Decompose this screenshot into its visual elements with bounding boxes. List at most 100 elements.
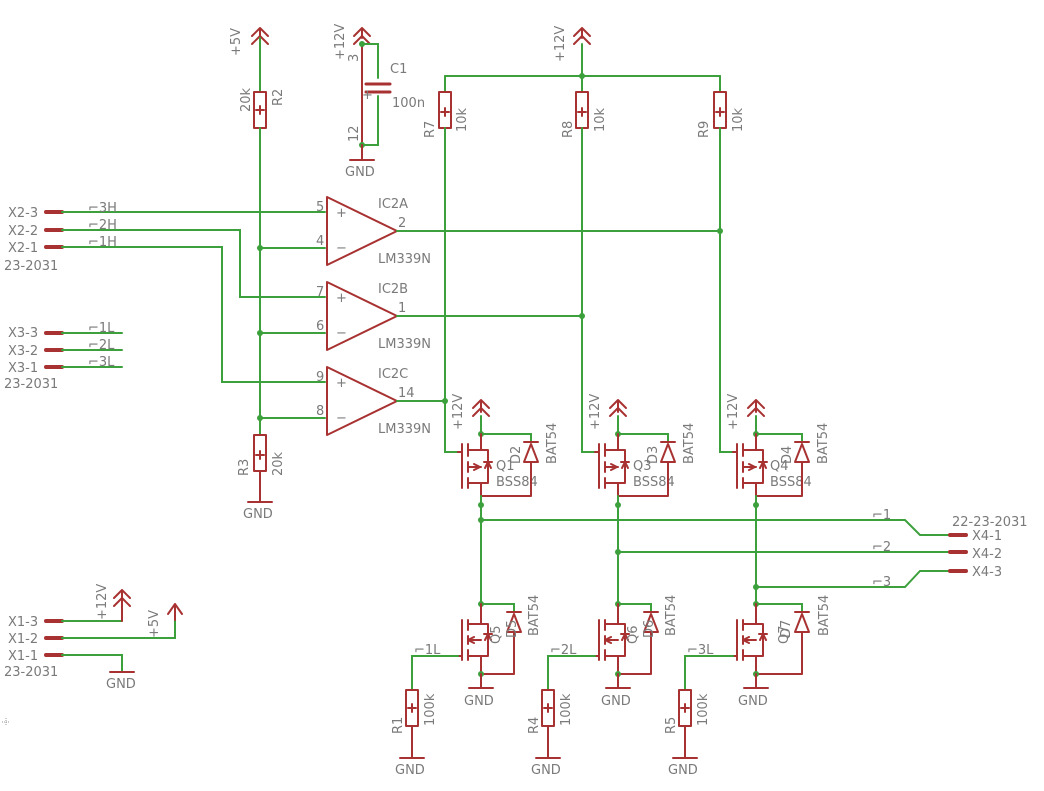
svg-text:23-2031: 23-2031 [4,665,58,680]
svg-text:IC2B: IC2B [378,282,408,297]
diode-d2: D2 BAT54 [480,423,560,497]
svg-text:R7: R7 [423,121,438,138]
supply-5v-top: +5V [229,27,269,56]
svg-text:7: 7 [316,285,324,300]
svg-text:BAT54: BAT54 [817,595,832,636]
mosfet-q7: Q7 [732,601,803,675]
resistor-r9: R9 10k [697,91,746,138]
svg-text:X3-1: X3-1 [8,361,38,376]
svg-text:BAT54: BAT54 [816,423,831,464]
resistor-r2: 20k R2 [239,87,286,129]
net-label-out-2: ⌐2 [872,540,891,555]
svg-text:R2: R2 [271,89,286,106]
svg-text:R3: R3 [237,459,252,476]
diode-d6: D6 BAT54 [617,595,679,675]
gnd-label-r4: GND [531,763,561,778]
gnd-label-r3: GND [243,507,273,522]
svg-text:Q1: Q1 [496,459,515,474]
svg-text:BSS84: BSS84 [770,475,812,490]
svg-text:LM339N: LM339N [378,337,431,352]
net-label-q6-2l: ⌐2L [550,643,577,658]
svg-text:X2-3: X2-3 [8,206,38,221]
svg-text:IC2A: IC2A [378,197,408,212]
svg-text:100k: 100k [559,693,574,726]
svg-text:+12V: +12V [95,584,110,620]
comparator-ic2b: + − 7 6 1 IC2B LM339N [316,281,431,352]
svg-text:100k: 100k [423,693,438,726]
supply-5v-x1: +5V [147,603,183,638]
svg-text:14: 14 [398,386,415,401]
net-label-x3-1l: ⌐1L [88,321,115,336]
resistor-r8: R8 10k [561,91,608,138]
svg-text:BAT54: BAT54 [682,423,697,464]
svg-text:X2-2: X2-2 [8,224,38,239]
svg-text:D5: D5 [505,620,520,638]
svg-text:10k: 10k [731,107,746,132]
svg-text:R8: R8 [561,121,576,138]
svg-text:100k: 100k [696,693,711,726]
connector-x2: X2-3 X2-2 X2-1 23-2031 [4,206,64,274]
svg-text:1: 1 [398,301,406,316]
svg-text:22-23-2031: 22-23-2031 [952,515,1028,530]
gnd-label-q5: GND [464,694,494,709]
svg-text:D2: D2 [509,446,524,464]
capacitor-c1: + C1 100n 12 [347,62,425,142]
svg-text:+: + [336,376,347,391]
svg-text:20k: 20k [271,451,286,476]
connector-x1: X1-3 X1-2 X1-1 23-2031 [4,615,64,680]
mosfet-q1: +12V Q1 BSS84 [451,394,538,497]
svg-text:R5: R5 [664,717,679,734]
svg-text:D3: D3 [646,446,661,464]
svg-text:+12V: +12V [333,24,348,60]
svg-text:BAT54: BAT54 [545,423,560,464]
comparator-ic2c: + − 9 8 14 IC2C LM339N [316,366,431,437]
svg-text:X1-2: X1-2 [8,632,38,647]
net-label-x3-3l: ⌐3L [88,355,115,370]
svg-text:6: 6 [316,319,324,334]
svg-text:20k: 20k [239,87,254,112]
svg-text:IC2C: IC2C [378,367,408,382]
svg-text:D7: D7 [779,620,794,638]
svg-text:2: 2 [398,216,406,231]
gnd-label-c1: GND [345,165,375,180]
net-label-out-1: ⌐1 [872,508,891,523]
svg-text:X3-3: X3-3 [8,326,38,341]
svg-text:12: 12 [347,125,362,142]
resistor-r3: R3 20k [237,434,286,476]
svg-text:R4: R4 [527,717,542,734]
svg-text:X2-1: X2-1 [8,241,38,256]
resistor-r1: R1 100k [391,689,438,734]
svg-text:10k: 10k [455,107,470,132]
mosfet-q3: +12V Q3 BSS84 [588,394,675,497]
svg-text:100n: 100n [392,96,425,111]
mosfet-q5: Q5 [457,601,515,675]
gnd-label-r1: GND [395,763,425,778]
supply-12v-x1: +12V [95,584,131,622]
mosfet-q4: +12V Q4 BSS84 [726,394,812,497]
svg-text:+12V: +12V [451,394,466,430]
svg-text:X4-2: X4-2 [972,547,1002,562]
net-label-3h: ⌐3H [88,201,117,216]
gnd-label-x1: GND [106,677,136,692]
svg-text:8: 8 [316,404,324,419]
net-label-x3-2l: ⌐2L [88,338,115,353]
svg-text:4: 4 [316,234,324,249]
gnd-label-q7: GND [738,694,768,709]
svg-text:C1: C1 [390,62,407,77]
svg-text:+5V: +5V [147,610,162,638]
svg-text:Q3: Q3 [633,459,652,474]
svg-text:R1: R1 [391,717,406,734]
svg-text:−: − [336,326,347,341]
svg-text:Q6: Q6 [626,625,641,644]
svg-text:BSS84: BSS84 [496,475,538,490]
svg-text:X4-3: X4-3 [972,565,1002,580]
svg-text:BAT54: BAT54 [664,595,679,636]
svg-text:+5V: +5V [229,28,244,56]
net-label-q5-1l: ⌐1L [414,643,441,658]
svg-text:9: 9 [316,370,324,385]
svg-text:+12V: +12V [553,26,568,62]
svg-text:X3-2: X3-2 [8,344,38,359]
svg-text:10k: 10k [593,107,608,132]
svg-text:3: 3 [347,54,362,62]
